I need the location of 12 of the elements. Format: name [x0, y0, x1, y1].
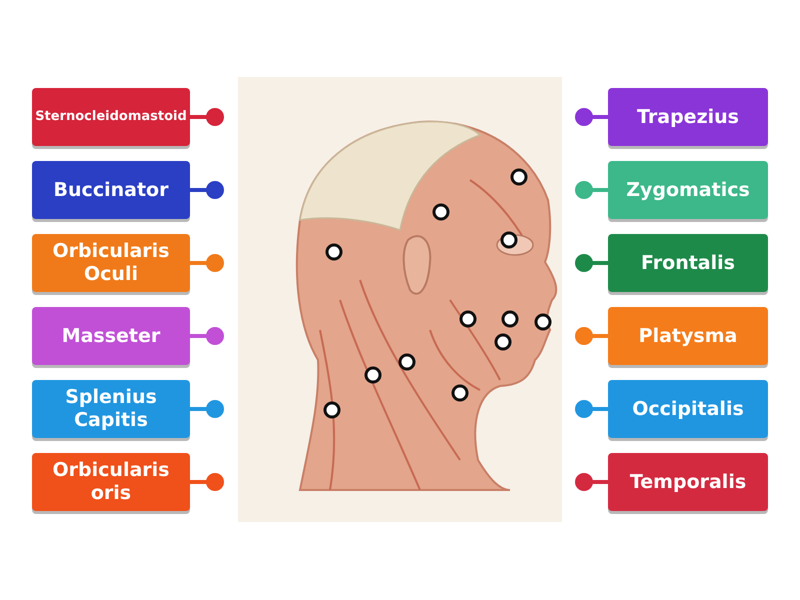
label-tile: Platysma: [608, 307, 768, 365]
label-tile: Sternocleidomastoid: [32, 88, 190, 146]
label-tile: Splenius Capitis: [32, 380, 190, 438]
label-tile: Orbicularis Oculi: [32, 234, 190, 292]
label-tile: Temporalis: [608, 453, 768, 511]
label-tile: Zygomatics: [608, 161, 768, 219]
label-tile: Orbicularis oris: [32, 453, 190, 511]
label-tile: Trapezius: [608, 88, 768, 146]
label-tile: Buccinator: [32, 161, 190, 219]
label-tile: Occipitalis: [608, 380, 768, 438]
label-tile: Frontalis: [608, 234, 768, 292]
label-tile: Masseter: [32, 307, 190, 365]
